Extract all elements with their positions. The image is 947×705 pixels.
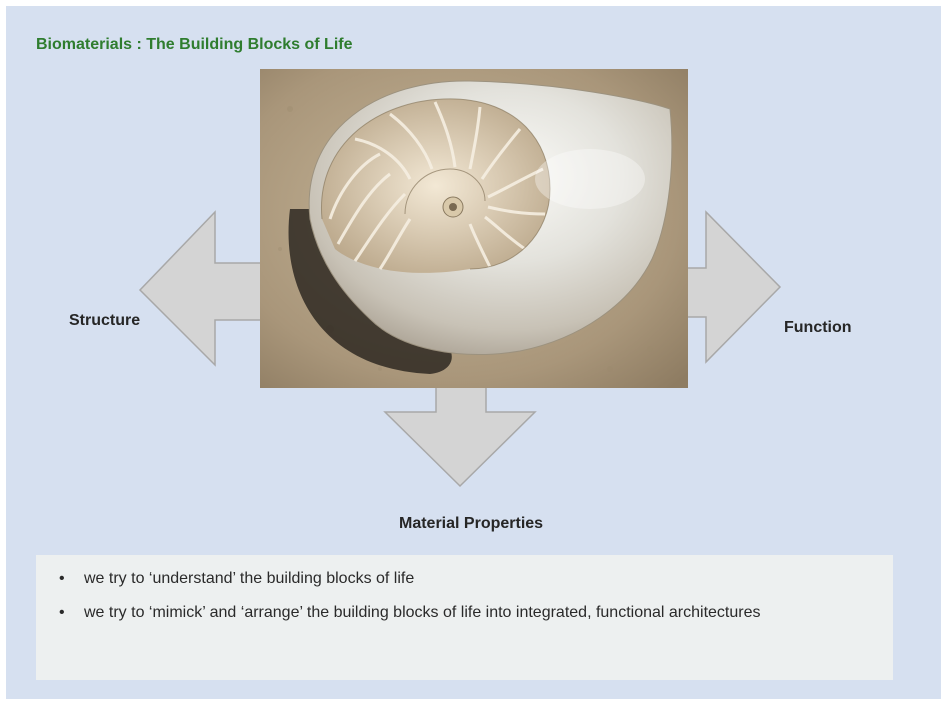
notes-box: • we try to ‘understand’ the building bl… [36,555,893,680]
down-arrow [385,384,535,486]
material-properties-label: Material Properties [399,515,543,533]
function-label: Function [784,319,852,337]
structure-label: Structure [69,312,140,330]
bullet-glyph: • [59,602,65,623]
nautilus-shell-photo [260,69,688,388]
bullet-text: we try to ‘understand’ the building bloc… [84,568,844,589]
bullet-text: we try to ‘mimick’ and ‘arrange’ the bui… [84,602,844,623]
left-arrow [140,212,265,365]
right-arrow [680,212,780,362]
bullet-glyph: • [59,568,65,589]
